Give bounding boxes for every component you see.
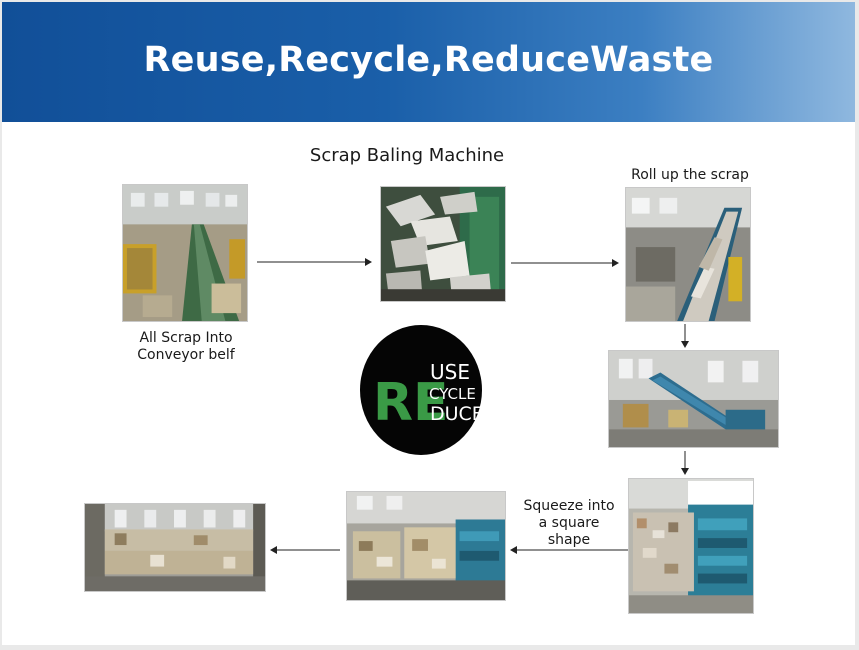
slide-title: Reuse,Recycle,ReduceWaste [143, 40, 714, 80]
arrow-left-1 [510, 545, 628, 555]
arrow-right-1 [257, 257, 372, 267]
logo-line-1: USE [430, 360, 470, 384]
logo-big-letters: RE [373, 373, 449, 433]
title-banner: Reuse,Recycle,ReduceWaste [2, 2, 855, 122]
diagram-title: Scrap Baling Machine [309, 145, 505, 166]
squeeze-caption: Squeeze into a square shape [523, 498, 615, 548]
roll-up-scrap-photo [625, 187, 751, 322]
squeezed-bales-photo [346, 491, 506, 601]
roll-up-caption: Roll up the scrap [631, 167, 749, 183]
reuse-recycle-reduce-logo: RE USE CYCLE DUCE [359, 324, 484, 457]
conveyor-belt-photo [122, 184, 248, 322]
arrow-left-2 [270, 545, 340, 555]
arrow-down-1 [680, 324, 690, 348]
baler-press-photo [628, 478, 754, 614]
shredded-scrap-photo [380, 186, 506, 302]
baler-conveyor-photo [608, 350, 779, 448]
arrow-down-2 [680, 451, 690, 475]
conveyor-caption: All Scrap Into Conveyor belf [137, 330, 235, 363]
logo-line-3: DUCE [430, 403, 483, 425]
stacked-bales-photo [84, 503, 266, 592]
arrow-right-2 [511, 258, 619, 268]
logo-line-2: CYCLE [429, 385, 476, 403]
